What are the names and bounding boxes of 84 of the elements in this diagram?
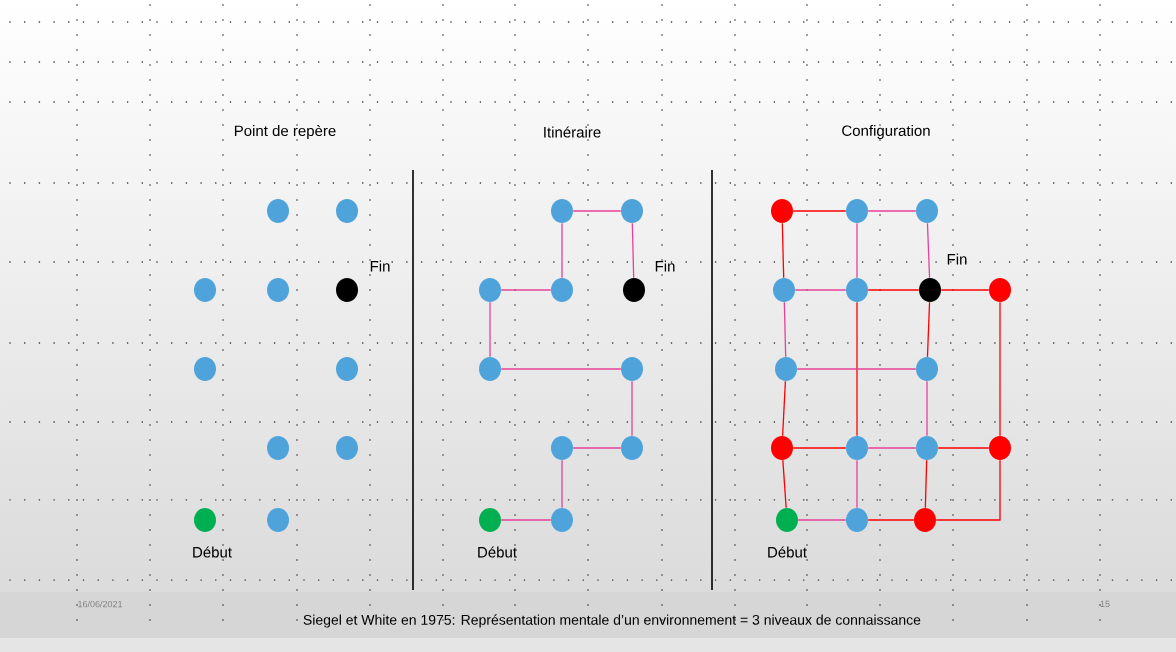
connector-line: [631, 380, 633, 437]
dot: [551, 199, 573, 223]
dot: [621, 357, 643, 381]
connector-line: [926, 222, 931, 279]
point-label: Fin: [947, 253, 967, 265]
dot: [551, 436, 573, 460]
connector-line: [572, 210, 622, 212]
connector-line: [926, 301, 931, 358]
dot: [336, 199, 358, 223]
dot: [551, 508, 573, 532]
date-text: 16/06/2021: [78, 600, 123, 608]
connector-line: [631, 222, 635, 279]
connector-line: [500, 519, 552, 521]
dot: [916, 436, 938, 460]
dot: [551, 278, 573, 302]
panel-title: Configuration: [842, 125, 930, 139]
connector-line: [940, 289, 990, 291]
dot: [919, 278, 941, 302]
connector-line: [792, 447, 847, 449]
point-label: Fin: [655, 260, 675, 272]
dot: [914, 508, 936, 532]
dot: [776, 508, 798, 532]
dot: [336, 436, 358, 460]
dot: [621, 199, 643, 223]
dot: [771, 199, 793, 223]
point-label: Fin: [370, 260, 390, 272]
connector-line: [500, 368, 622, 370]
point-label: Début: [478, 546, 517, 558]
connector-line: [572, 447, 622, 449]
connector-line: [794, 289, 847, 291]
dot: [267, 199, 289, 223]
connector-line: [856, 222, 858, 279]
dot: [846, 436, 868, 460]
connector-line: [796, 368, 917, 370]
dot: [479, 508, 501, 532]
connector-line: [781, 380, 787, 437]
connector-line: [561, 222, 563, 279]
dot: [846, 508, 868, 532]
connector-line: [856, 459, 858, 509]
dot: [623, 278, 645, 302]
connector-line: [867, 289, 920, 291]
connector-line: [781, 222, 785, 279]
dot: [194, 278, 216, 302]
panel-title: Point de repère: [234, 124, 336, 140]
connector-line: [500, 289, 552, 291]
connector-line: [935, 459, 1001, 521]
connector-line: [561, 459, 563, 509]
dot: [775, 357, 797, 381]
dot: [336, 278, 358, 302]
dot: [916, 199, 938, 223]
connector-line: [783, 301, 787, 358]
panel-title: Itinéraire: [544, 126, 601, 138]
point-label: Début: [193, 546, 232, 558]
point-label: Début: [768, 546, 807, 558]
dot: [989, 278, 1011, 302]
connector-line: [867, 210, 917, 212]
dot: [773, 278, 795, 302]
connector-line: [792, 210, 847, 212]
connector-line: [867, 447, 917, 449]
connector-line: [797, 519, 847, 521]
dot: [771, 436, 793, 460]
dot: [267, 508, 289, 532]
dot: [267, 278, 289, 302]
caption: Siegel et White en 1975: Représentation mentale d’un environnement = 3 niveaux de connaissance: [303, 614, 921, 628]
dot: [479, 357, 501, 381]
dot: [479, 278, 501, 302]
connector-line: [867, 519, 915, 521]
connector-line: [856, 301, 858, 437]
connector-line: [489, 301, 491, 358]
dot: [267, 436, 289, 460]
connector-line: [924, 459, 928, 509]
dot: [621, 436, 643, 460]
page-number: 15: [1100, 600, 1110, 608]
connector-line: [782, 459, 787, 509]
dot: [194, 508, 216, 532]
dot: [846, 199, 868, 223]
dot: [846, 278, 868, 302]
dot: [194, 357, 216, 381]
dot: [916, 357, 938, 381]
connector-line: [937, 447, 990, 449]
connector-line: [926, 380, 928, 437]
dot: [989, 436, 1011, 460]
connector-line: [999, 301, 1001, 437]
dot: [336, 357, 358, 381]
